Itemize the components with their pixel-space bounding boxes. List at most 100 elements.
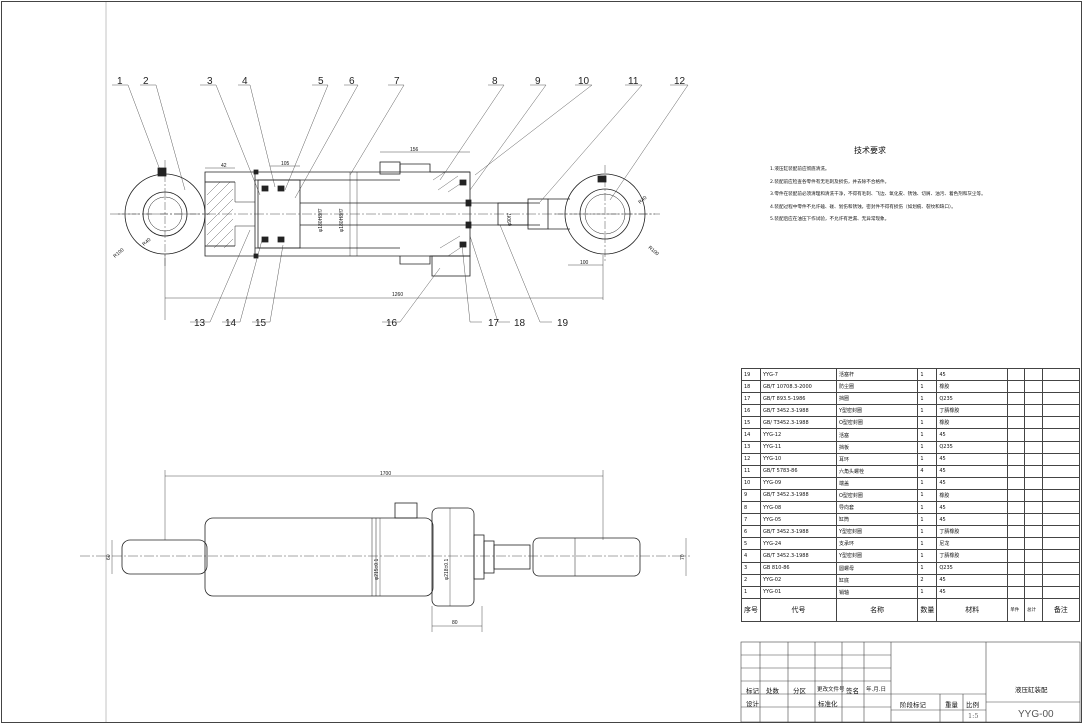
bom-cell-name: Y型密封圈: [835, 404, 919, 418]
bom-cell-empty: [1041, 488, 1081, 503]
bom-cell-empty: [1023, 537, 1043, 551]
bom-cell-empty: [1041, 452, 1081, 466]
bom-cell-no: 16: [741, 404, 761, 418]
bom-cell-qty: 4: [917, 464, 938, 478]
tb-weight: 重量: [945, 701, 958, 709]
bom-cell-material: 尼龙: [936, 537, 1009, 551]
bom-header-name: 名称: [835, 597, 919, 622]
bom-cell-empty: [1023, 380, 1043, 394]
bom-cell-material: 45: [936, 476, 1009, 490]
title-block-frame: [740, 641, 1081, 723]
bom-cell-material: 橡胶: [936, 380, 1009, 394]
balloon-2: 2: [143, 76, 149, 87]
bom-cell-empty: [1023, 367, 1043, 382]
bom-cell-empty: [1023, 585, 1043, 599]
dim-front-right: 70: [680, 554, 686, 560]
balloon-9: 9: [535, 76, 541, 87]
bom-cell-code: YYG-12: [760, 428, 837, 442]
bom-cell-qty: 1: [917, 367, 938, 382]
bom-cell-empty: [1023, 573, 1043, 587]
outline-dimensions: 1700 60 70 φ215±0.1 φ218±0.1 80: [106, 471, 686, 626]
bom-cell-code: YYG-09: [760, 476, 837, 490]
bom-cell-empty: [1007, 440, 1025, 454]
bom-cell-name: 防尘圈: [835, 380, 919, 394]
tb-doc-no: 更改文件号: [817, 687, 845, 693]
bom-cell-empty: [1041, 561, 1081, 575]
bom-cell-empty: [1041, 549, 1081, 563]
flange: [431, 507, 475, 607]
bom-cell-material: Q235: [936, 440, 1009, 454]
tb-drawing-name: 液压缸装配: [1015, 686, 1048, 694]
balloon-17: 17: [488, 318, 500, 329]
bom-cell-material: 丁腈橡胶: [936, 525, 1009, 539]
balloon-8: 8: [492, 76, 498, 87]
bom-cell-name: O型密封圈: [835, 416, 919, 430]
bom-cell-empty: [1007, 452, 1025, 466]
bom-cell-name: 端盖: [835, 476, 919, 490]
bom-cell-empty: [1023, 404, 1043, 418]
bom-header-remarks: 备注: [1041, 597, 1081, 622]
bom-cell-empty: [1023, 476, 1043, 490]
bom-cell-empty: [1041, 404, 1081, 418]
bom-cell-empty: [1041, 525, 1081, 539]
bom-cell-code: GB/T 5783-86: [760, 464, 837, 478]
bom-cell-empty: [1041, 440, 1081, 454]
bom-cell-no: 2: [741, 573, 761, 587]
bom-cell-empty: [1007, 537, 1025, 551]
bom-cell-qty: 1: [917, 440, 938, 454]
bom-cell-code: YYG-08: [760, 501, 837, 515]
tech-line-3: 3.零件在装配前必须清理和清洗干净，不得有毛刺、飞边、氧化皮、锈蚀、切屑、油污、…: [770, 192, 986, 197]
bom-cell-material: 橡胶: [936, 488, 1009, 503]
bom-cell-no: 7: [741, 513, 761, 527]
bom-cell-material: 45: [936, 367, 1009, 382]
bom-cell-empty: [1023, 392, 1043, 406]
tb-count: 处数: [766, 687, 779, 695]
bom-cell-code: YYG-10: [760, 452, 837, 466]
balloon-19: 19: [557, 318, 569, 329]
bom-cell-empty: [1041, 513, 1081, 527]
bom-cell-no: 18: [741, 380, 761, 394]
bom-cell-empty: [1007, 513, 1025, 527]
bom-cell-no: 8: [741, 501, 761, 515]
bom-cell-empty: [1023, 464, 1043, 478]
bom-header-code: 代号: [760, 597, 837, 622]
bom-cell-empty: [1041, 392, 1081, 406]
bom-cell-empty: [1007, 367, 1025, 382]
dim-front-total: 1700: [380, 471, 391, 477]
tb-scale: 比例: [966, 701, 979, 709]
balloon-4: 4: [242, 76, 248, 87]
bom-cell-code: YYG-02: [760, 573, 837, 587]
bom-cell-empty: [1023, 452, 1043, 466]
dim-42: 42: [221, 163, 227, 169]
bom-cell-material: 45: [936, 428, 1009, 442]
bom-header-total: 总计: [1023, 597, 1043, 622]
bom-cell-qty: 1: [917, 452, 938, 466]
tech-line-1: 1.液压缸装配前应彻底清洗。: [770, 167, 830, 172]
bom-cell-name: 六角头螺栓: [835, 464, 919, 478]
dim-bore-2: φ180H8/f7: [339, 208, 345, 232]
dim-bore-1: φ180H8/f7: [318, 208, 324, 232]
dim-r100-left: R100: [112, 247, 125, 259]
bom-header-qty: 数量: [917, 597, 938, 622]
bom-cell-qty: 1: [917, 488, 938, 503]
bom-cell-code: GB/ T3452.3-1988: [760, 416, 837, 430]
tb-date: 年.月.日: [866, 687, 886, 693]
section-dimensions: 42 105 156 100 1260 R100 R40 R40 R100 φ1…: [112, 147, 659, 298]
dim-105: 105: [281, 161, 290, 167]
bom-cell-empty: [1041, 501, 1081, 515]
bom-cell-name: 圆螺母: [835, 561, 919, 575]
dim-front-left: 60: [106, 554, 112, 560]
bom-cell-empty: [1007, 380, 1025, 394]
barrel-body: [204, 517, 434, 597]
bom-cell-material: 丁腈橡胶: [936, 549, 1009, 563]
balloon-5: 5: [318, 76, 324, 87]
tb-design: 设计: [746, 700, 759, 708]
bom-cell-qty: 1: [917, 537, 938, 551]
